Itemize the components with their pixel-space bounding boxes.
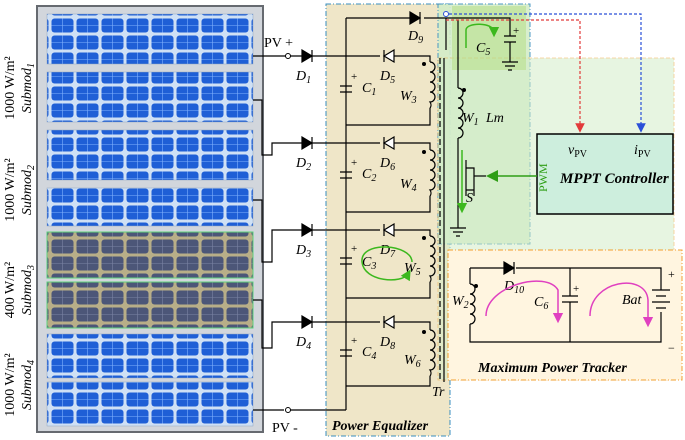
pv-cells-row-8 <box>46 381 254 427</box>
v-pv-signal-line <box>446 19 585 133</box>
submod-4-irradiance: 1000 W/m² <box>3 353 18 416</box>
cap-c4-label: C4 <box>362 345 376 362</box>
diode-d10-label: D10 <box>503 279 524 296</box>
cell-windings <box>428 58 445 382</box>
cap-plus-6: + <box>573 283 579 295</box>
winding-w2-label: W2 <box>452 294 469 311</box>
submodule-label-3: 400 W/m² Submod3 <box>3 262 37 318</box>
diode-d1-label: D1 <box>295 69 311 86</box>
equalizer-wiring <box>340 17 446 410</box>
diode-d3-label: D3 <box>295 243 311 260</box>
submod-4-name: Submod4 <box>20 360 37 410</box>
cap-c2-label: C2 <box>362 167 376 184</box>
pv-cells-row-4 <box>46 187 254 227</box>
switch-s-label: S <box>466 191 473 206</box>
submod-3-irradiance: 400 W/m² <box>3 262 18 318</box>
winding-w4-label: W4 <box>400 177 417 194</box>
v-pv-label: vPV <box>568 143 588 160</box>
tracker-loop-right <box>589 282 654 328</box>
winding-w6-label: W6 <box>404 353 421 370</box>
c5-highlight <box>452 6 526 70</box>
diode-d7-label: D7 <box>379 243 396 260</box>
submodule-label-1: 1000 W/m² Submod1 <box>3 56 37 119</box>
battery-plus: + <box>668 267 675 281</box>
primary-wiring <box>445 17 518 237</box>
tracker-loop-left <box>485 280 564 324</box>
cap-plus-4: + <box>351 335 357 347</box>
pv-cells-row-5-shaded <box>46 231 254 279</box>
cap-plus-2: + <box>351 157 357 169</box>
cap-c6-label: C6 <box>534 295 548 312</box>
cap-plus-5: + <box>513 25 519 37</box>
pv-plus-terminal <box>285 53 291 59</box>
cap-c3-label: C3 <box>362 255 376 272</box>
diode-d9-label: D9 <box>407 29 423 46</box>
submod-1-irradiance: 1000 W/m² <box>3 56 18 119</box>
lm-label: Lm <box>485 111 504 126</box>
w2-dot <box>474 284 478 288</box>
cap-c5-label: C5 <box>476 41 490 58</box>
i-pv-label: iPV <box>634 143 651 160</box>
diode-d6-label: D6 <box>379 156 395 173</box>
pv-plus-label: PV + <box>264 36 293 51</box>
i-pv-signal-line <box>449 13 646 133</box>
diode-d5-label: D5 <box>379 69 395 86</box>
winding-dots <box>422 62 426 334</box>
mppt-controller-title: MPPT Controller <box>559 171 669 187</box>
w1-dot <box>462 88 466 92</box>
diode-d4-label: D4 <box>295 335 311 352</box>
submod-1-name: Submod1 <box>20 63 37 113</box>
pwm-label: PWM <box>536 163 550 192</box>
input-diodes <box>290 48 346 411</box>
diode-d10 <box>503 260 516 276</box>
transformer-label: Tr <box>432 385 445 400</box>
cell3-current-loop <box>361 246 413 282</box>
current-sensor <box>443 11 449 17</box>
winding-w3-label: W3 <box>400 89 417 106</box>
tracker-wiring <box>469 267 670 343</box>
c5-current-loop <box>465 23 500 48</box>
maximum-power-tracker-area <box>447 249 683 381</box>
pv-minus-terminal <box>285 407 291 413</box>
diode-d2-label: D2 <box>295 156 311 173</box>
diode-d8-label: D8 <box>379 335 395 352</box>
submodule-label-2: 1000 W/m² Submod2 <box>3 158 37 221</box>
submod-2-irradiance: 1000 W/m² <box>3 158 18 221</box>
pv-cells-row-7 <box>46 333 254 379</box>
power-equalizer-title: Power Equalizer <box>332 419 429 434</box>
pv-cells-row-2 <box>46 71 254 123</box>
panel-wiring <box>253 55 290 411</box>
maximum-power-tracker-title: Maximum Power Tracker <box>477 361 627 376</box>
mppt-controller-box <box>536 133 674 215</box>
pv-cells-row-6-shaded <box>46 281 254 329</box>
cap-plus-3: + <box>351 243 357 255</box>
battery-minus: − <box>668 341 675 355</box>
power-equalizer-area <box>325 3 451 437</box>
pv-minus-label: PV - <box>272 421 298 436</box>
submod-2-name: Submod2 <box>20 165 37 215</box>
battery-label: Bat <box>622 293 643 308</box>
winding-w1-label: W1 <box>462 111 479 128</box>
cap-c1-label: C1 <box>362 81 376 98</box>
cap-plus-1: + <box>351 71 357 83</box>
pv-cells-row-3 <box>46 129 254 181</box>
output-diodes <box>382 10 422 330</box>
submodule-label-4: 1000 W/m² Submod4 <box>3 353 37 416</box>
pv-cells-row-1 <box>46 13 254 65</box>
submod-3-name: Submod3 <box>20 265 37 315</box>
